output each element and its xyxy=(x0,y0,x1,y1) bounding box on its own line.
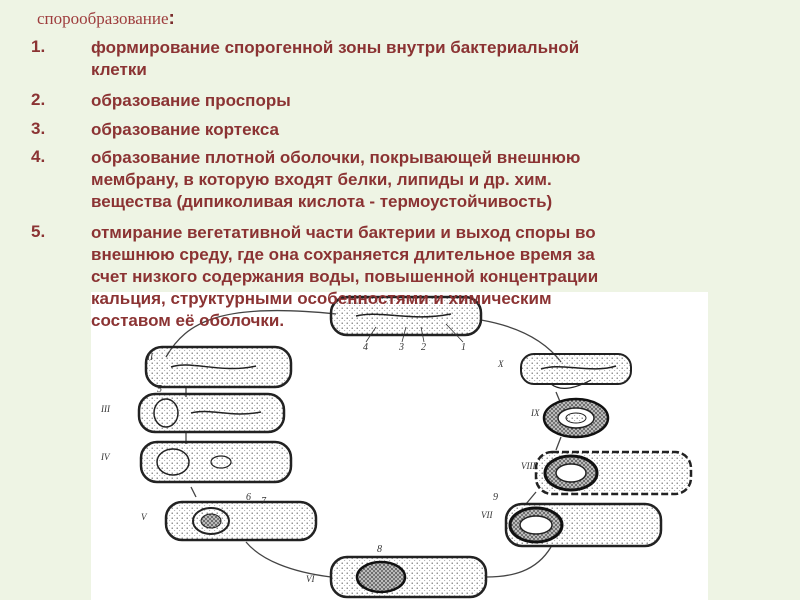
stage-4-cell xyxy=(139,440,293,484)
part-label: 5 xyxy=(157,384,162,395)
stage-label: II xyxy=(146,352,154,362)
step-number: 4. xyxy=(31,147,46,166)
stage-6-cell xyxy=(329,555,488,599)
stage-label: VIII xyxy=(521,461,536,471)
step-text: отмирание вегетативной части бактерии и … xyxy=(91,223,599,330)
part-label: 6 xyxy=(246,492,251,503)
stage-8-cell xyxy=(534,450,693,496)
stage-9-spore xyxy=(542,397,610,439)
cycle-arrow xyxy=(555,436,562,451)
step-text: формирование спорогенной зоны внутри бак… xyxy=(91,38,580,79)
step-number: 1. xyxy=(31,37,46,56)
part-label: 9 xyxy=(493,492,498,503)
stage-7-cell xyxy=(504,502,663,548)
stage-10-cell xyxy=(520,353,632,389)
part-label: 2 xyxy=(421,342,426,353)
stage-label: IX xyxy=(530,408,540,418)
heading-title: спорообразование xyxy=(37,9,169,28)
step-text: образование плотной оболочки, покрывающе… xyxy=(91,148,581,211)
stage-1-cell xyxy=(329,295,483,337)
step-number: 5. xyxy=(31,222,46,241)
step-number: 3. xyxy=(31,119,46,138)
stage-label: V xyxy=(141,512,148,522)
part-label: 8 xyxy=(377,544,382,555)
cycle-arrow xyxy=(245,541,332,578)
cycle-arrow xyxy=(485,546,552,578)
part-label: 1 xyxy=(461,342,466,353)
diagram-panel: II III IV V VI VII VIII IX X 4 3 2 1 5 6… xyxy=(91,292,708,600)
stage-5-cell xyxy=(164,500,318,542)
stage-label: X xyxy=(497,359,504,369)
sporulation-diagram: II III IV V VI VII VIII IX X 4 3 2 1 5 6… xyxy=(100,295,693,599)
part-label: 3 xyxy=(398,342,404,353)
part-label: 4 xyxy=(363,342,368,353)
stage-label: III xyxy=(100,404,111,414)
cycle-arrow xyxy=(165,309,337,358)
page-heading: спорообразование: xyxy=(37,8,175,30)
cycle-arrow xyxy=(525,491,537,505)
step-text: образование кортекса xyxy=(91,120,279,139)
stage-label: VI xyxy=(306,574,315,584)
heading-colon: : xyxy=(168,8,175,29)
step-number: 2. xyxy=(31,90,46,109)
stage-3-cell xyxy=(137,392,286,434)
stage-label: IV xyxy=(100,452,111,462)
stage-2-cell xyxy=(144,345,293,389)
stage-label: VII xyxy=(481,510,493,520)
part-label: 7 xyxy=(261,496,267,507)
step-text: образование проспоры xyxy=(91,91,291,110)
cycle-arrow xyxy=(190,486,197,498)
